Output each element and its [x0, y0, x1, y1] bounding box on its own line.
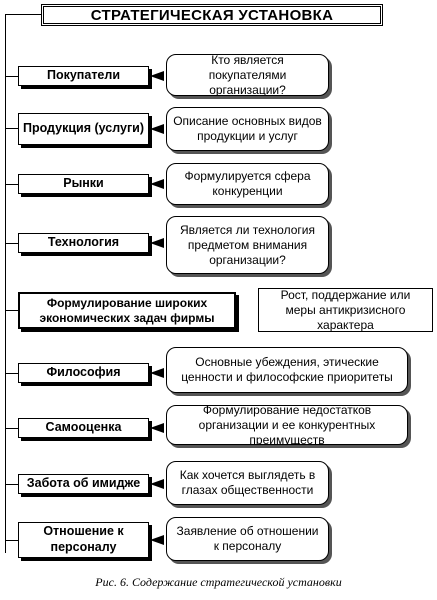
- arrow-icon: [150, 479, 164, 489]
- connector-branch: [5, 243, 18, 244]
- description-box-technology: Является ли технология предметом внимани…: [166, 216, 329, 274]
- arrow-icon: [150, 423, 164, 433]
- connector-branch: [5, 373, 18, 374]
- figure-caption: Рис. 6. Содержание стратегической устано…: [95, 575, 342, 589]
- arrow-icon: [150, 71, 164, 81]
- diagram-title: СТРАТЕГИЧЕСКАЯ УСТАНОВКА: [41, 4, 383, 26]
- element-box-customers: Покупатели: [18, 66, 149, 86]
- description-box-image: Как хочется выглядеть в глазах обществен…: [166, 461, 329, 505]
- element-box-technology: Технология: [18, 233, 149, 253]
- connector-branch: [5, 428, 18, 429]
- arrow-icon: [150, 368, 164, 378]
- element-box-products: Продукция (услуги): [18, 113, 149, 145]
- connector-trunk: [5, 14, 6, 553]
- connector-branch: [5, 184, 18, 185]
- connector-branch: [5, 484, 18, 485]
- description-box-products: Описание основных видов продукции и услу…: [166, 107, 329, 151]
- element-box-philosophy: Философия: [18, 363, 149, 383]
- element-box-self-assessment: Самооценка: [18, 418, 149, 438]
- element-box-markets: Рынки: [18, 174, 149, 194]
- element-box-personnel: Отношение к персоналу: [18, 522, 149, 558]
- description-box-markets: Формулируется сфера конкуренции: [166, 163, 329, 205]
- arrow-icon: [150, 535, 164, 545]
- arrow-icon: [150, 179, 164, 189]
- connector-title-link: [5, 14, 41, 15]
- element-box-image: Забота об имидже: [18, 474, 149, 494]
- connector-branch: [5, 310, 18, 311]
- description-box-self-assessment: Формулирование недостатков организации и…: [166, 405, 408, 445]
- element-box-economic-goals: Формулирование широких экономических зад…: [18, 292, 236, 329]
- description-box-economic-goals: Рост, поддержание или меры антикризисног…: [258, 288, 433, 332]
- arrow-icon: [150, 238, 164, 248]
- connector-branch: [5, 76, 18, 77]
- description-box-philosophy: Основные убеждения, этические ценности и…: [166, 347, 408, 393]
- connector-branch: [5, 128, 18, 129]
- connector-branch: [5, 540, 18, 541]
- description-box-customers: Кто является покупателями организации?: [166, 54, 329, 96]
- arrow-icon: [150, 124, 164, 134]
- description-box-personnel: Заявление об отношении к персоналу: [166, 517, 329, 561]
